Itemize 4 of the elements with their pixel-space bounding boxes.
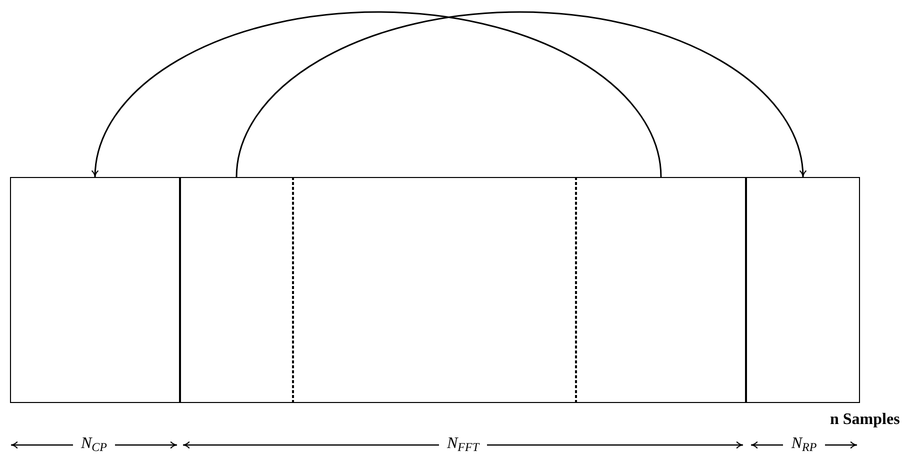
frame-segment [292, 176, 576, 402]
frame-segment [746, 177, 860, 403]
axis-label: n Samples [830, 410, 900, 430]
frame-segment [10, 177, 180, 403]
